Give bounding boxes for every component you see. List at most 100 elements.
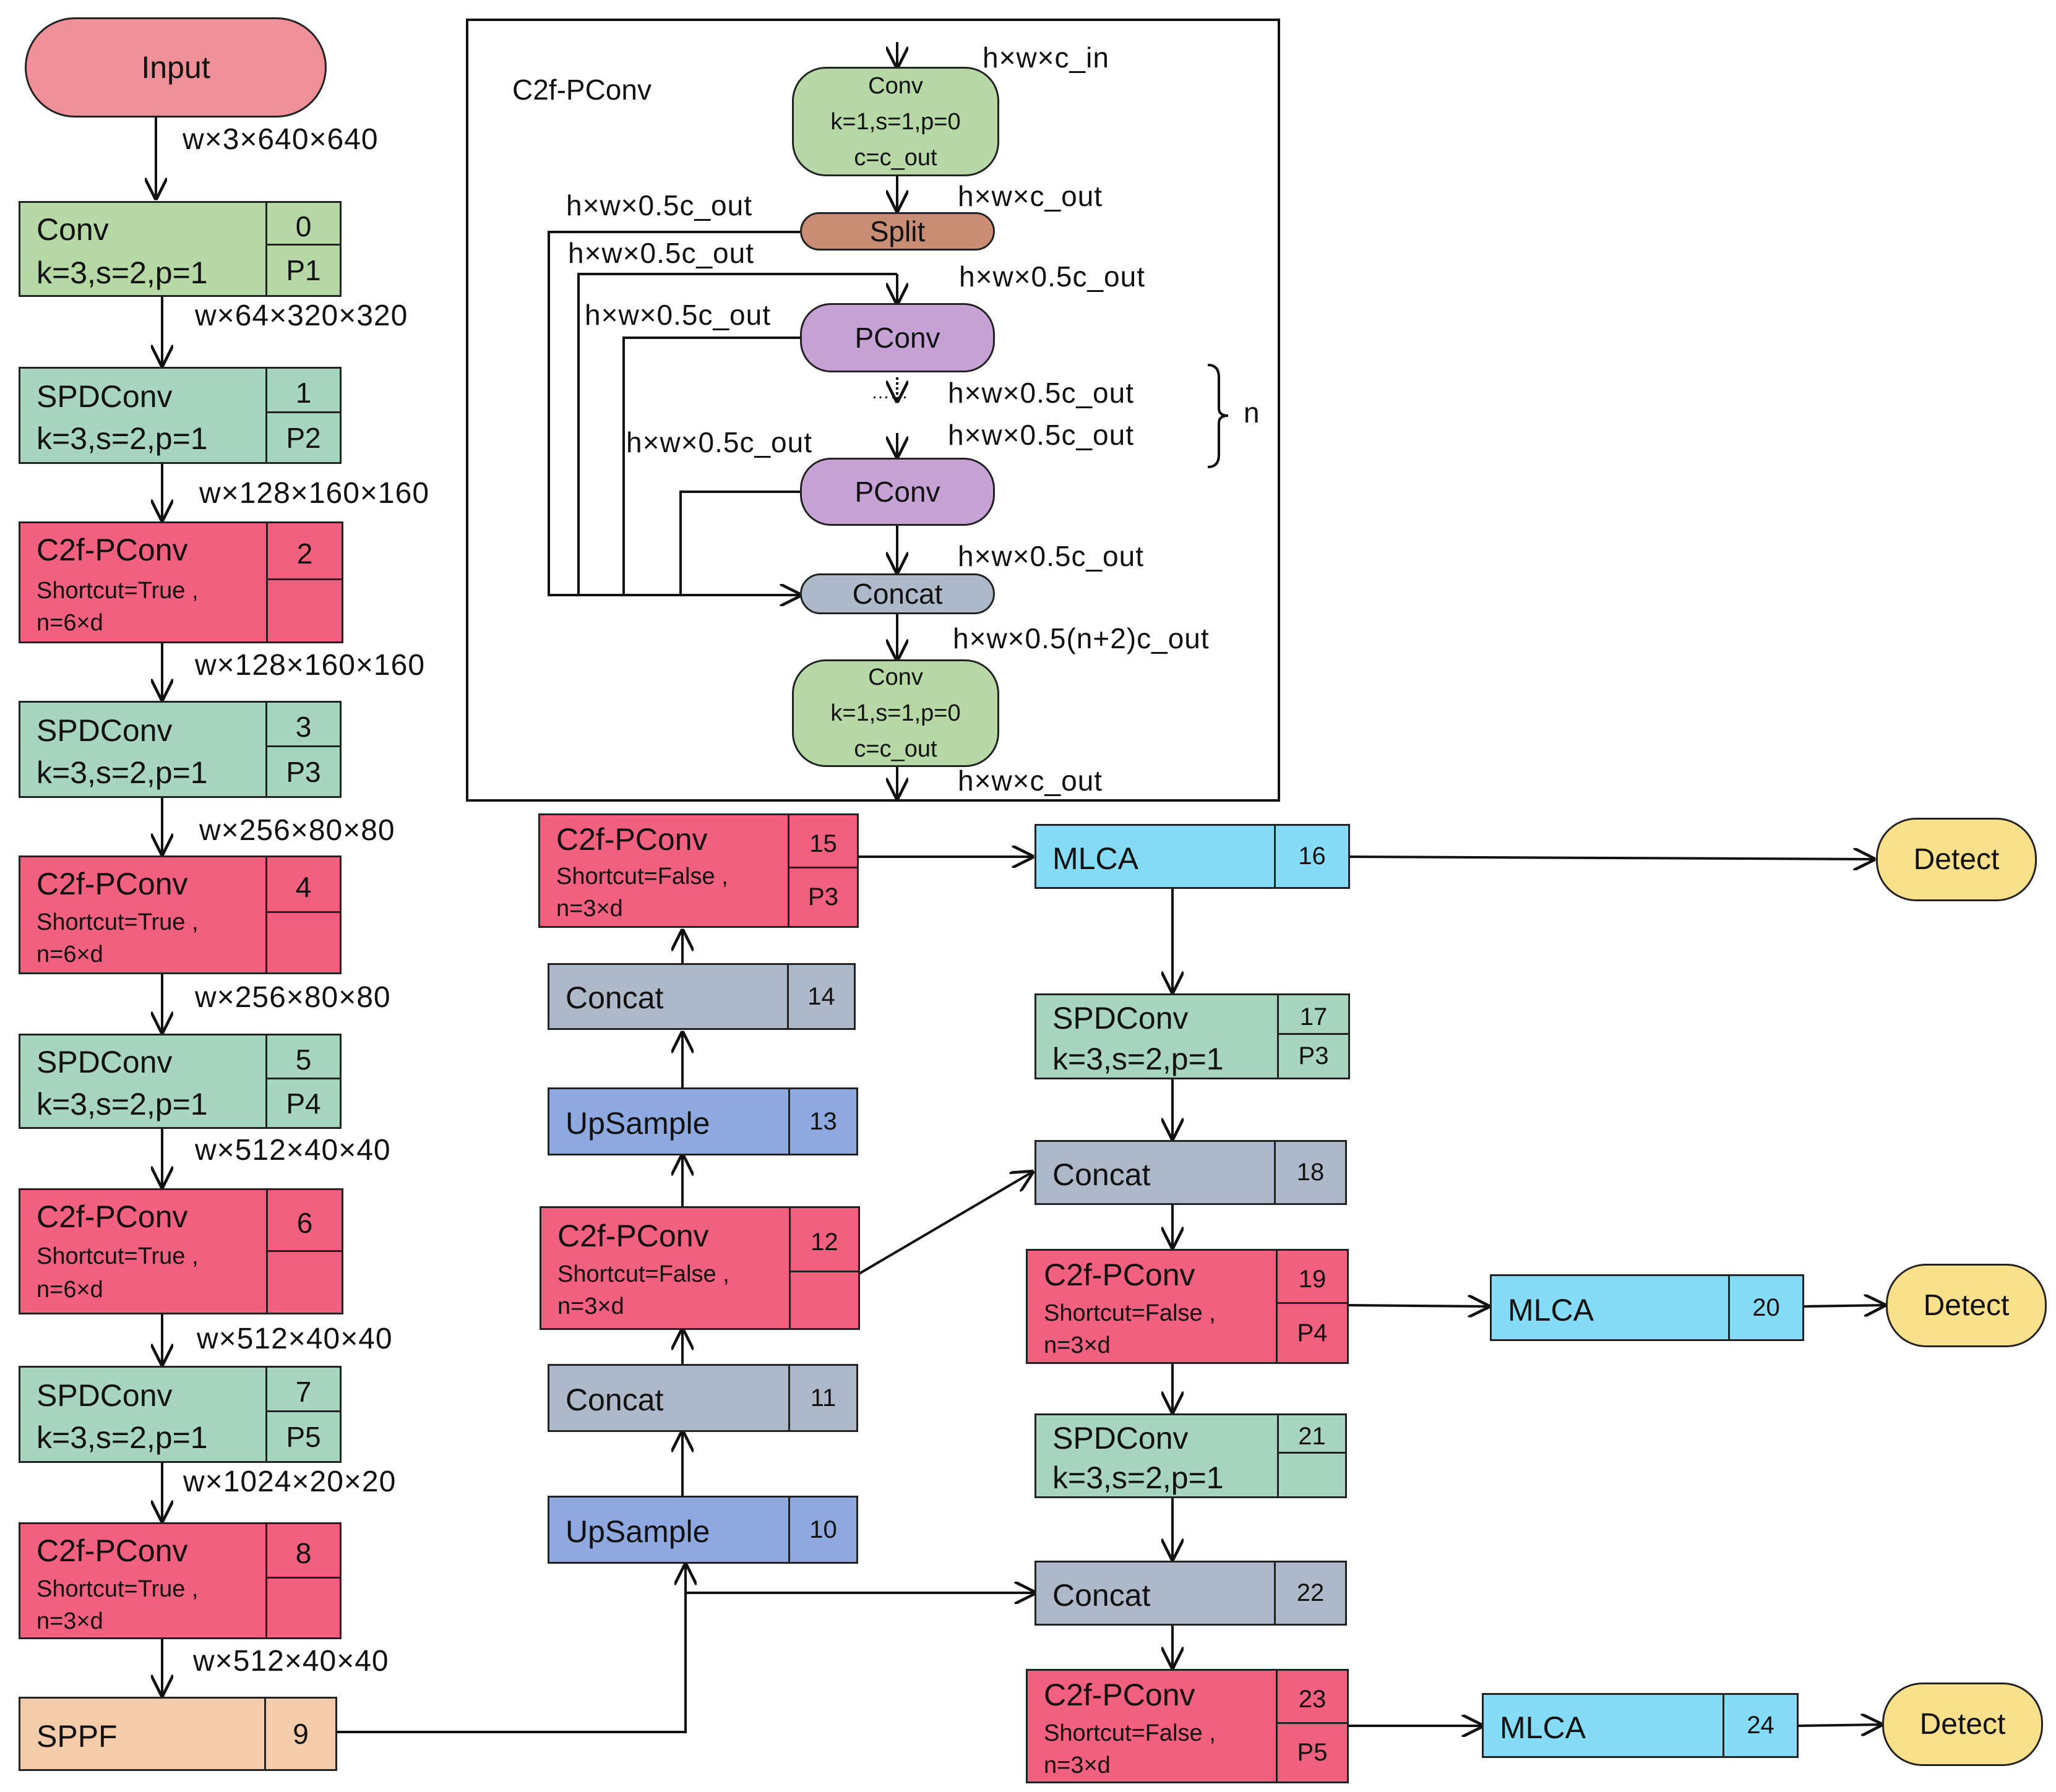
block-param: Shortcut=True , xyxy=(37,909,199,935)
block-level: P4 xyxy=(1297,1319,1328,1347)
block-20-mlca: MLCA 20 xyxy=(1490,1274,1804,1341)
block-2-c2f-pconv: C2f-PConv Shortcut=True , n=6×d 2 xyxy=(19,521,343,643)
block-param: n=3×d xyxy=(556,896,623,922)
inset-pconv-label: PConv xyxy=(854,322,940,354)
block-8-c2f-pconv: C2f-PConv Shortcut=True , n=3×d 8 xyxy=(19,1522,342,1639)
inset-conv-channels: c=c_out xyxy=(854,144,937,171)
block-name: C2f-PConv xyxy=(1044,1258,1195,1292)
block-name: SPDConv xyxy=(1052,1001,1189,1035)
block-12-c2f-pconv: C2f-PConv Shortcut=False , n=3×d 12 xyxy=(540,1206,860,1330)
block-index: 4 xyxy=(295,871,312,903)
block-index: 13 xyxy=(809,1107,837,1135)
arrow-b24-to-detect3 xyxy=(1797,1725,1881,1726)
detect-head-1: Detect xyxy=(1876,818,2037,901)
inset-conv-label: Conv xyxy=(868,664,923,690)
block-name: SPDConv xyxy=(1052,1421,1189,1455)
dim-label: w×256×80×80 xyxy=(195,981,391,1014)
block-index: 5 xyxy=(295,1043,312,1076)
inset-conv-top: Conv k=1,s=1,p=0 c=c_out xyxy=(792,67,999,176)
inset-dim-label: h×w×0.5(n+2)c_out xyxy=(953,622,1210,654)
block-param: n=3×d xyxy=(37,1608,103,1634)
inset-dim-label: h×w×0.5c_out xyxy=(568,237,755,269)
block-param: k=3,s=2,p=1 xyxy=(37,255,208,290)
block-param: Shortcut=True , xyxy=(37,578,199,604)
block-level: P5 xyxy=(1297,1739,1328,1766)
block-index: 1 xyxy=(295,377,312,409)
detect-label: Detect xyxy=(1923,1289,2010,1322)
inset-dim-label: h×w×0.5c_out xyxy=(959,260,1146,293)
block-4-c2f-pconv: C2f-PConv Shortcut=True , n=6×d 4 xyxy=(19,855,342,974)
inset-concat: Concat xyxy=(800,573,995,614)
block-param: Shortcut=False , xyxy=(557,1261,729,1287)
block-level: P3 xyxy=(286,755,321,788)
block-name: Concat xyxy=(1052,1157,1151,1192)
block-index: 12 xyxy=(811,1228,838,1256)
block-name: C2f-PConv xyxy=(37,533,188,567)
inset-split-label: Split xyxy=(869,215,926,247)
block-index: 17 xyxy=(1299,1003,1328,1031)
block-7-spdconv: SPDConv k=3,s=2,p=1 7 P5 xyxy=(19,1366,342,1463)
inset-concat-label: Concat xyxy=(852,578,943,610)
dim-label: w×512×40×40 xyxy=(193,1645,389,1678)
block-param: n=3×d xyxy=(1044,1752,1111,1778)
block-9-sppf: SPPF 9 xyxy=(19,1697,337,1771)
arrow-b20-to-detect2 xyxy=(1802,1305,1884,1306)
block-index: 23 xyxy=(1298,1685,1327,1713)
block-6-c2f-pconv: C2f-PConv Shortcut=True , n=6×d 6 xyxy=(19,1188,343,1314)
block-name: Concat xyxy=(1052,1578,1151,1613)
block-param: n=3×d xyxy=(1044,1332,1111,1358)
block-19-c2f-pconv: C2f-PConv Shortcut=False , n=3×d 19 P4 xyxy=(1026,1249,1349,1364)
block-21-spdconv: SPDConv k=3,s=2,p=1 21 xyxy=(1034,1413,1347,1498)
inset-dim-label: h×w×c_out xyxy=(958,765,1103,797)
block-index: 20 xyxy=(1752,1293,1780,1321)
block-index: 21 xyxy=(1298,1422,1326,1450)
dim-label: w×512×40×40 xyxy=(197,1323,393,1355)
block-name: MLCA xyxy=(1052,841,1138,876)
block-name: C2f-PConv xyxy=(37,867,188,901)
inset-dim-label: h×w×0.5c_out xyxy=(958,540,1145,572)
inset-skip-split-b xyxy=(577,273,897,595)
inset-conv-label: Conv xyxy=(868,72,923,99)
block-level: P4 xyxy=(286,1087,321,1120)
block-param: Shortcut=True , xyxy=(37,1576,199,1602)
block-5-spdconv: SPDConv k=3,s=2,p=1 5 P4 xyxy=(19,1034,342,1129)
dim-label: w×128×160×160 xyxy=(195,649,426,682)
input-label: Input xyxy=(141,50,210,85)
block-index: 11 xyxy=(810,1384,837,1412)
block-10-upsample: UpSample 10 xyxy=(548,1496,858,1564)
detect-head-3: Detect xyxy=(1882,1683,2043,1766)
block-index: 10 xyxy=(809,1515,837,1543)
input-node: Input xyxy=(25,17,327,118)
n-brace xyxy=(1207,364,1229,468)
block-name: UpSample xyxy=(566,1514,710,1549)
block-name: C2f-PConv xyxy=(37,1533,188,1568)
block-index: 8 xyxy=(295,1537,312,1569)
block-level: P3 xyxy=(1298,1042,1329,1070)
block-index: 6 xyxy=(296,1207,313,1239)
block-name: C2f-PConv xyxy=(556,822,708,857)
dim-label: w×128×160×160 xyxy=(199,477,430,510)
block-param: Shortcut=False , xyxy=(1044,1300,1216,1326)
inset-conv-param: k=1,s=1,p=0 xyxy=(830,108,961,135)
block-23-c2f-pconv: C2f-PConv Shortcut=False , n=3×d 23 P5 xyxy=(1026,1669,1349,1783)
block-level: P1 xyxy=(286,254,321,286)
inset-dim-label: h×w×c_in xyxy=(983,41,1109,74)
dim-label: w×64×320×320 xyxy=(195,299,408,332)
block-24-mlca: MLCA 24 xyxy=(1482,1693,1799,1758)
block-param: k=3,s=2,p=1 xyxy=(1052,1042,1224,1076)
block-index: 7 xyxy=(295,1376,312,1408)
block-name: C2f-PConv xyxy=(557,1219,709,1253)
dim-label: w×256×80×80 xyxy=(199,814,395,847)
block-name: SPDConv xyxy=(37,713,173,748)
inset-n-label: n xyxy=(1244,397,1260,429)
block-name: Concat xyxy=(566,1383,664,1417)
block-index: 19 xyxy=(1298,1265,1327,1293)
inset-dim-label: h×w×0.5c_out xyxy=(948,377,1135,409)
dim-label: w×1024×20×20 xyxy=(183,1465,397,1498)
block-name: Concat xyxy=(566,980,664,1015)
block-param: n=3×d xyxy=(557,1293,624,1319)
block-param: k=3,s=2,p=1 xyxy=(1052,1460,1224,1495)
detect-label: Detect xyxy=(1913,843,2000,876)
block-name: MLCA xyxy=(1500,1710,1586,1745)
